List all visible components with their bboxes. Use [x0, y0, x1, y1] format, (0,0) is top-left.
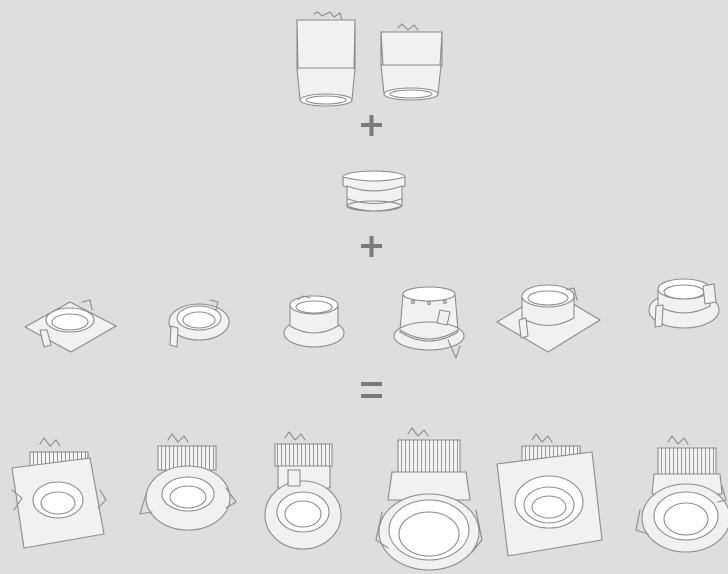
downlight-round-deep: [265, 432, 341, 549]
trim-round-flat: [169, 300, 229, 347]
equals-operator: [361, 384, 382, 396]
led-module-small: [381, 24, 442, 100]
downlight-round-trimless: [636, 436, 728, 552]
trim-round-tilted: [649, 279, 719, 328]
plus-operator: [361, 236, 382, 257]
trim-round-cone: [394, 287, 464, 358]
downlight-round: [140, 434, 236, 530]
trim-round-deep: [284, 296, 344, 347]
reflector-ring: [343, 171, 405, 211]
downlight-square-deep: [497, 434, 602, 556]
trim-square-deep: [497, 285, 600, 352]
trim-square-flat: [25, 300, 116, 352]
downlight-square: [12, 438, 106, 548]
led-module-large: [297, 12, 355, 106]
downlight-round-large: [376, 428, 482, 570]
plus-operator: [361, 115, 382, 136]
